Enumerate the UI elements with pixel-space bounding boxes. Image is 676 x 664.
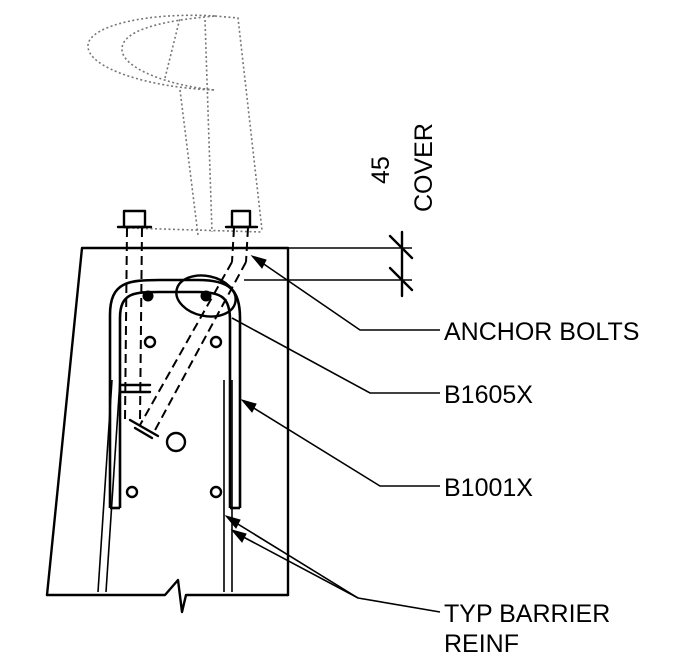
label-anchor-bolts: ANCHOR BOLTS (444, 318, 639, 346)
post-outline (87, 14, 263, 236)
anchor-bolt-left (116, 209, 153, 421)
bar-b1605x (142, 290, 212, 302)
label-b1001x: B1001X (444, 474, 533, 502)
dimension-note: COVER (410, 123, 438, 212)
barrier-outline (45, 246, 290, 614)
reinf-holes (125, 335, 223, 499)
typ-barrier-reinf (97, 379, 233, 593)
label-barrier-reinf-1: TYP BARRIER (444, 600, 610, 628)
dimension-value: 45 (367, 156, 395, 184)
anchor-bolt-right (128, 209, 259, 440)
leaders (224, 255, 441, 613)
label-barrier-reinf-2: REINF (444, 630, 519, 658)
cover-dimension: 45 COVER (244, 123, 438, 298)
label-b1605x: B1605X (444, 381, 533, 409)
detail-circle (175, 274, 237, 318)
